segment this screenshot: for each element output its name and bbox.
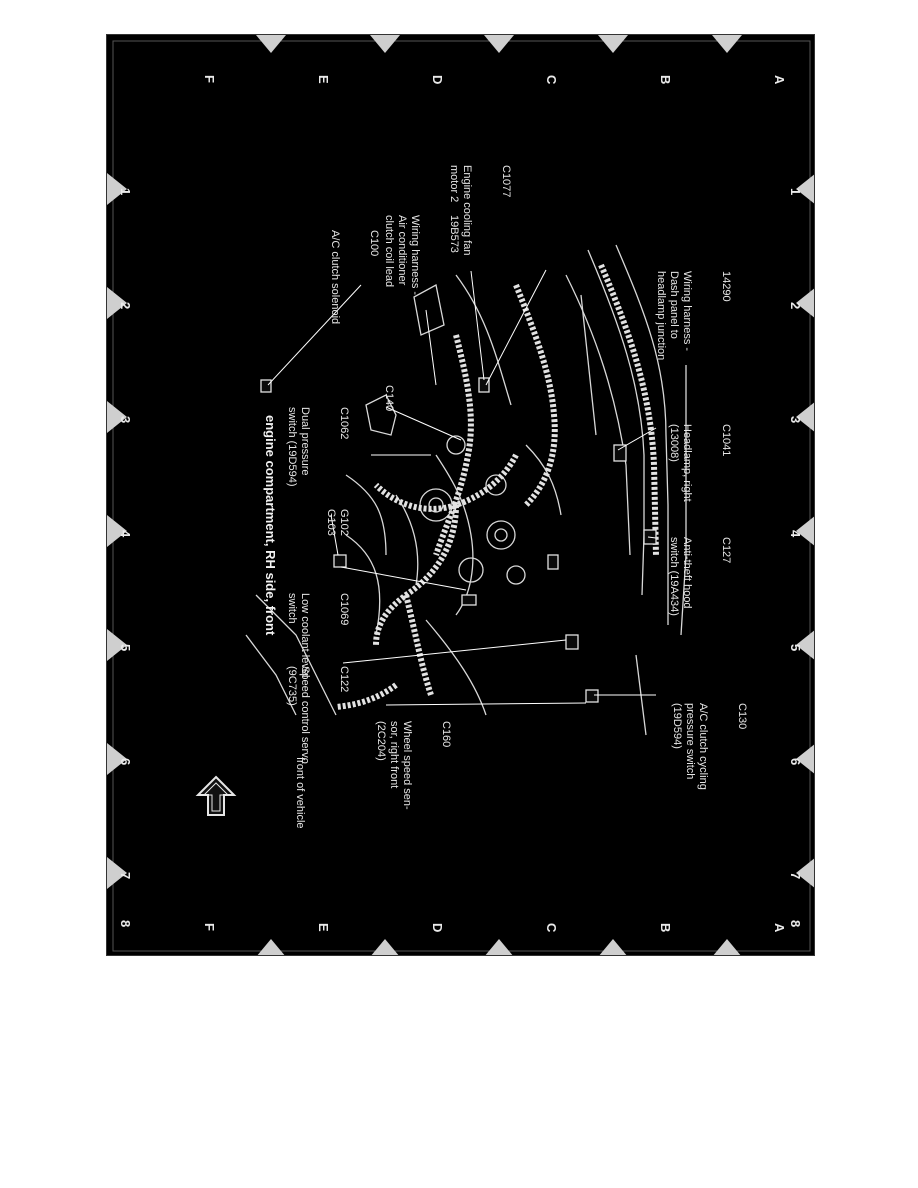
label-g102-g103-code: G102 G103 (325, 509, 350, 536)
label-c122-name: Speed control servo (9C735) (286, 666, 311, 764)
grid-row-f-left: F (202, 75, 217, 83)
label-c1077-code: C1077 (500, 165, 512, 198)
grid-column-2-bottom: 2 (118, 302, 133, 310)
grid-column-6-bottom: 6 (118, 758, 133, 766)
grid-row-c-right: C (544, 923, 559, 933)
label-c130: C130 A/C clutch cycling pressure switch … (644, 703, 774, 790)
label-c1041: C1041 Headlamp, right (13008) (641, 424, 758, 502)
grid-row-f-right: F (202, 923, 217, 931)
label-c127-code: C127 (720, 537, 732, 564)
grid-column-1-top: 1 (788, 188, 803, 196)
grid-row-b-left: B (658, 75, 673, 85)
grid-row-b-right: B (658, 923, 673, 933)
grid-row-d-left: D (430, 75, 445, 85)
grid-row-c-left: C (544, 75, 559, 85)
grid-column-1-bottom: 1 (118, 188, 133, 196)
label-c100-name: A/C clutch solenoid (329, 230, 341, 325)
label-c1069-name: Low coolant level switch (286, 593, 311, 678)
label-c1069-code: C1069 (338, 593, 350, 626)
grid-row-a-right: A (772, 923, 787, 933)
grid-column-4-top: 4 (788, 530, 803, 538)
grid-row-d-right: D (430, 923, 445, 933)
label-14290-name: Wiring harness - Dash panel to headlamp … (655, 271, 693, 361)
diagram-frame: 1 2 3 4 5 6 7 8 1 2 3 4 5 6 7 8 A B C D … (106, 34, 815, 956)
label-19b573-code: 19B573 (448, 215, 460, 253)
diagram-title: engine compartment, RH side, front (263, 415, 278, 636)
grid-column-3-bottom: 3 (118, 416, 133, 424)
label-c160: C160 Wheel speed sen- sor, right front (… (348, 721, 478, 810)
label-14290: 14290 Wiring harness - Dash panel to hea… (628, 271, 758, 360)
grid-column-6-top: 6 (788, 758, 803, 766)
grid-column-3-top: 3 (788, 416, 803, 424)
grid-row-e-left: E (316, 75, 331, 84)
grid-column-7-bottom: 7 (118, 872, 133, 880)
label-c127-name: Anti-theft hood switch (19A434) (668, 537, 693, 616)
label-14290-code: 14290 (720, 271, 732, 302)
label-c1041-name: Headlamp, right (13008) (668, 424, 693, 502)
front-arrow (195, 775, 237, 816)
label-c1062-code: C1062 (338, 407, 350, 440)
label-c140-code: C140 (383, 385, 395, 412)
grid-column-8-bottom: 8 (118, 920, 133, 928)
grid-column-2-top: 2 (788, 302, 803, 310)
grid-column-8-top: 8 (788, 920, 803, 928)
grid-column-7-top: 7 (788, 872, 803, 880)
grid-column-4-bottom: 4 (118, 530, 133, 538)
label-c160-name: Wheel speed sen- sor, right front (2C204… (375, 721, 413, 810)
engine-artwork (107, 35, 814, 955)
label-c160-code: C160 (440, 721, 452, 748)
label-c100-code: C100 (368, 230, 380, 257)
grid-column-5-bottom: 5 (118, 644, 133, 652)
label-c1062-name: Dual pressure switch (19D594) (286, 407, 311, 487)
front-of-vehicle-label: front of vehicle (294, 757, 306, 829)
label-c130-code: C130 (736, 703, 748, 730)
rotated-diagram: 1 2 3 4 5 6 7 8 1 2 3 4 5 6 7 8 A B C D … (107, 35, 814, 955)
label-c127: C127 Anti-theft hood switch (19A434) (641, 537, 758, 616)
label-g102-g103: G102 G103 (272, 509, 376, 536)
grid-row-e-right: E (316, 923, 331, 932)
label-c100: C100 A/C clutch solenoid (302, 230, 406, 324)
grid-column-5-top: 5 (788, 644, 803, 652)
grid-row-a-left: A (772, 75, 787, 85)
label-c130-name: A/C clutch cycling pressure switch (19D5… (671, 703, 709, 790)
label-c1041-code: C1041 (720, 424, 732, 457)
